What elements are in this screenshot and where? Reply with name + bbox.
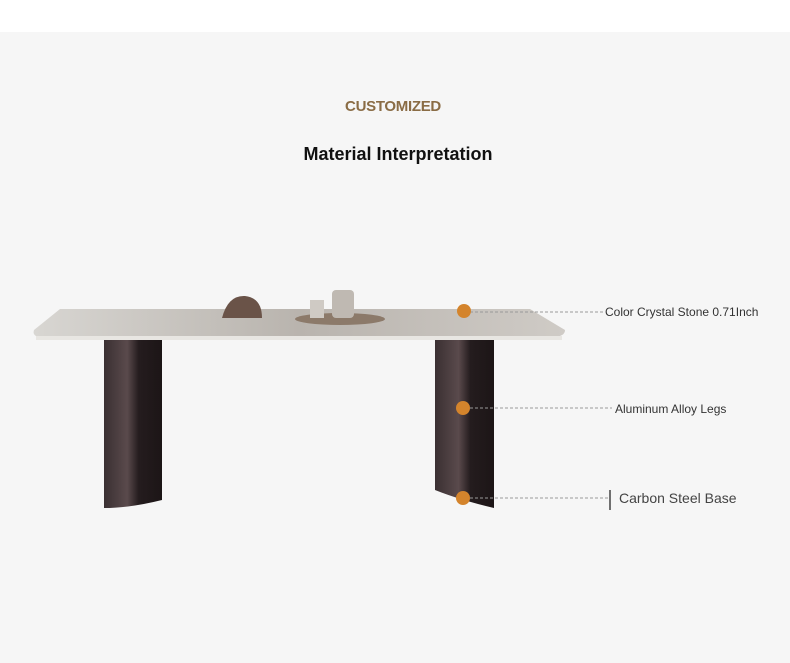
cup: [310, 300, 324, 318]
callout-label-stone: Color Crystal Stone 0.71Inch: [605, 305, 759, 319]
tabletop-edge: [36, 336, 562, 340]
callout-label-base: Carbon Steel Base: [619, 490, 737, 506]
tabletop: [33, 309, 566, 337]
callout-lines: [470, 311, 612, 499]
right-leg: [435, 340, 494, 508]
section-title: Material Interpretation: [303, 144, 493, 164]
callout-dot-stone: [457, 304, 471, 318]
vase: [332, 290, 354, 318]
callout-dot-legs: [456, 401, 470, 415]
callout-label-legs: Aluminum Alloy Legs: [615, 402, 727, 416]
decor-object: [222, 295, 262, 318]
left-leg: [104, 340, 162, 508]
section-kicker: CUSTOMIZED: [345, 98, 441, 115]
callout-dot-base: [456, 491, 470, 505]
